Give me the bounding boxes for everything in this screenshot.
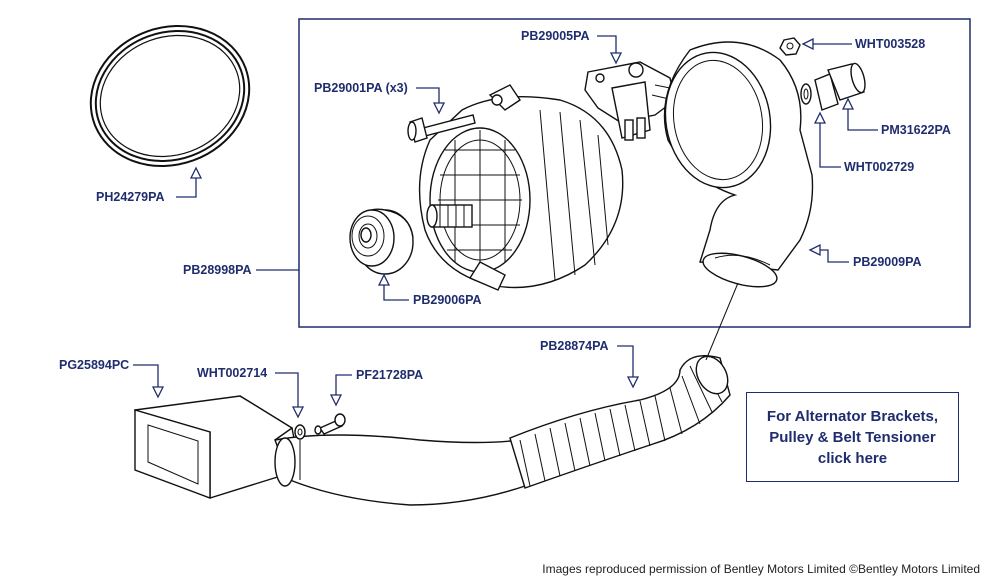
duct-hose[interactable] — [274, 434, 529, 506]
label-pb29009pa[interactable]: PB29009PA — [853, 255, 922, 269]
label-pg25894pc[interactable]: PG25894PC — [59, 358, 129, 372]
nut[interactable] — [779, 37, 801, 56]
drive-belt[interactable] — [74, 7, 266, 184]
label-pb28998pa[interactable]: PB28998PA — [183, 263, 252, 277]
label-wht002729[interactable]: WHT002729 — [844, 160, 914, 174]
screw[interactable] — [314, 413, 346, 435]
label-pb29001pa[interactable]: PB29001PA (x3) — [314, 81, 408, 95]
label-wht003528[interactable]: WHT003528 — [855, 37, 925, 51]
union-adaptor[interactable] — [814, 62, 868, 111]
leaders — [133, 35, 878, 419]
label-pb28874pa[interactable]: PB28874PA — [540, 339, 609, 353]
mounting-bolt[interactable] — [407, 114, 476, 143]
label-pf21728pa[interactable]: PF21728PA — [356, 368, 423, 382]
alternator-brackets-link[interactable]: For Alternator Brackets, Pulley & Belt T… — [746, 392, 959, 482]
pulley[interactable] — [349, 208, 414, 275]
assembly-connector-line — [705, 282, 739, 361]
alternator[interactable] — [418, 84, 624, 291]
hose-clip[interactable] — [294, 424, 306, 440]
alternator-assembly-frame — [298, 18, 971, 328]
label-pb29005pa[interactable]: PB29005PA — [521, 29, 590, 43]
copyright-notice: Images reproduced permission of Bentley … — [542, 562, 980, 576]
label-ph24279pa[interactable]: PH24279PA — [96, 190, 165, 204]
label-pm31622pa[interactable]: PM31622PA — [881, 123, 951, 137]
alternator-shaft — [426, 204, 473, 228]
alternator-brackets-link-text: For Alternator Brackets, Pulley & Belt T… — [766, 407, 939, 467]
washer[interactable] — [800, 83, 812, 105]
flexible-hose[interactable] — [509, 351, 734, 489]
label-wht002714[interactable]: WHT002714 — [197, 366, 267, 380]
regulator[interactable] — [584, 61, 683, 141]
air-intake-cowl[interactable] — [655, 41, 814, 293]
rectangular-inlet-duct[interactable] — [134, 395, 301, 500]
label-pb29006pa[interactable]: PB29006PA — [413, 293, 482, 307]
